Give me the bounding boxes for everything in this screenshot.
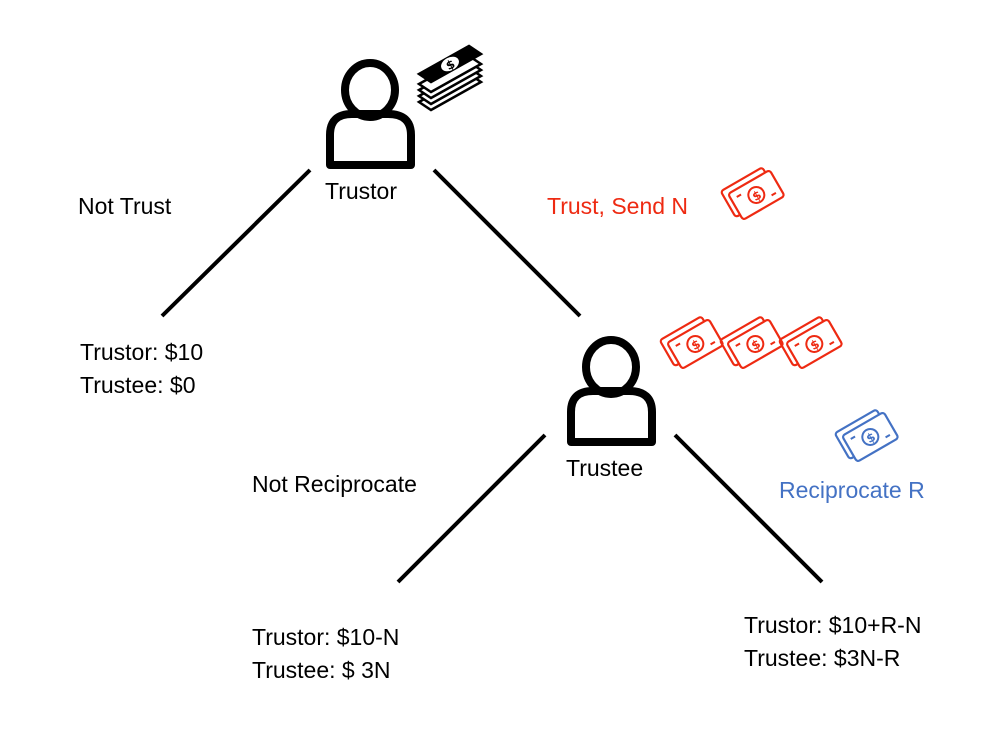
branch-not-reciprocate-label: Not Reciprocate: [252, 471, 417, 497]
branch-trust-line: [432, 168, 582, 318]
branch-reciprocate-label: Reciprocate R: [779, 477, 925, 503]
outcome-trustor-payoff: Trustor: $10-N: [252, 624, 400, 650]
outcome-trustee-payoff: Trustee: $3N-R: [744, 645, 901, 672]
tripled-money-icons: [658, 312, 844, 373]
outcome-trustor-payoff: Trustor: $10+R-N: [744, 612, 922, 638]
outcome-reciprocate: Trustor: $10+R-N Trustee: $3N-R: [744, 609, 921, 676]
branch-trust-label: Trust, Send N: [547, 193, 689, 219]
dollar-bill-icon: [719, 163, 786, 224]
branch-reciprocate-line: [673, 433, 824, 584]
branch-not-reciprocate-line: [396, 433, 547, 584]
dollar-bill-icon: [833, 405, 900, 466]
trustee-label: Trustee: [566, 455, 644, 481]
branch-not-trust-label: Not Trust: [78, 193, 172, 219]
outcome-not-reciprocate: Trustor: $10-N Trustee: $ 3N: [252, 621, 399, 688]
money-stack-icon: $: [416, 44, 484, 112]
outcome-trustee-payoff: Trustee: $0: [80, 372, 196, 399]
branch-not-trust-line: [160, 168, 312, 318]
dollar-bill-icon: [718, 312, 785, 373]
outcome-trustor-payoff: Trustor: $10: [80, 339, 204, 365]
outcome-trustee-payoff: Trustee: $ 3N: [252, 657, 391, 684]
dollar-bill-icon: [658, 312, 725, 373]
trustee-person-icon: [567, 336, 656, 446]
trustor-person-icon: [326, 59, 415, 169]
outcome-not-trust: Trustor: $10 Trustee: $0: [80, 336, 203, 403]
trustor-label: Trustor: [325, 178, 397, 204]
dollar-bill-icon: [777, 312, 844, 373]
